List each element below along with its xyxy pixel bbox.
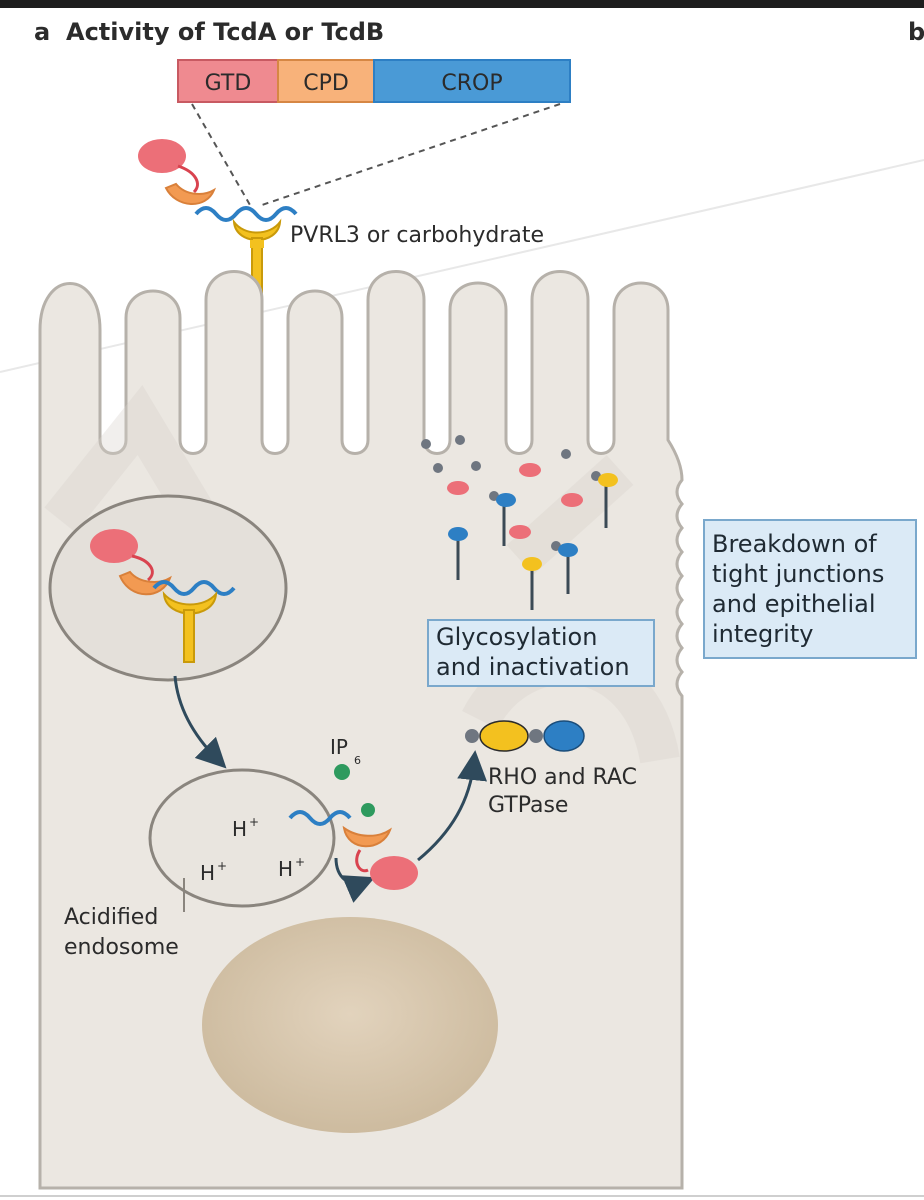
gtd-to-gtpase-arrow <box>417 750 488 862</box>
nucleus <box>202 917 498 1133</box>
breakdown-label-2: tight junctions <box>712 560 884 588</box>
surface-receptor-head <box>232 218 282 241</box>
surface-receptor-neck <box>250 240 264 248</box>
vesicle-cpd <box>118 570 172 596</box>
ip6-subscript: 6 <box>354 754 361 767</box>
gtpase-label-2: GTPase <box>488 793 568 818</box>
vesicle-receptor-head <box>162 591 218 615</box>
crop-label: CROP <box>441 71 502 96</box>
breakdown-label-box <box>703 519 917 659</box>
endosome-label-2: endosome <box>64 935 179 960</box>
surface-linker <box>177 164 199 194</box>
breakdown-label-4: integrity <box>712 620 813 648</box>
rho-rac-gtpase <box>465 720 585 752</box>
panel-title: Activity of TcdA or TcdB <box>66 18 384 46</box>
vesicle-receptor-stem <box>183 609 195 663</box>
glycosylation-label-box <box>427 619 655 687</box>
cpd-label: CPD <box>303 71 349 96</box>
gtpase-blue-domain <box>543 720 585 752</box>
bound-ip6 <box>361 803 375 817</box>
vesicle-crop <box>152 580 236 596</box>
ip6-label: IP <box>330 735 348 759</box>
glycosylation-label-1: Glycosylation <box>436 623 597 651</box>
panel-letter: a <box>34 18 50 46</box>
gtd-label: GTD <box>205 71 252 96</box>
crop-domain <box>373 59 571 103</box>
surface-cpd <box>164 182 217 205</box>
cpd-domain <box>277 59 375 103</box>
proton-3: H <box>278 857 293 881</box>
next-panel-letter: b <box>908 18 924 46</box>
glycosylation-label-2: and inactivation <box>436 653 630 681</box>
released-gtd <box>370 856 418 890</box>
endocytic-vesicle <box>48 494 288 682</box>
receptor-label: PVRL3 or carbohydrate <box>290 223 544 248</box>
gtd-domain <box>177 59 279 103</box>
surface-crop <box>194 206 298 222</box>
top-border <box>0 0 924 8</box>
internalization-arrow <box>173 675 227 769</box>
toxin-domain-bar: GTD CPD CROP <box>177 59 571 103</box>
translocating-toxin <box>288 803 418 903</box>
surface-gtd <box>138 139 186 173</box>
gtpase-bead-1 <box>465 729 479 743</box>
gtpase-bead-2 <box>529 729 543 743</box>
glycosylation-molecules <box>421 435 618 610</box>
autoprocessing-arrow <box>334 857 376 903</box>
zoom-line-right <box>261 103 561 206</box>
ip6-molecule <box>334 764 350 780</box>
gtpase-label-1: RHO and RAC <box>488 765 637 790</box>
gtpase-yellow-domain <box>479 720 529 752</box>
vesicle-gtd <box>90 529 138 563</box>
proton-2: H <box>200 861 215 885</box>
zoom-line-left <box>191 103 251 206</box>
translocating-cpd <box>342 825 392 848</box>
translocating-crop <box>288 810 352 826</box>
proton-1: H <box>232 817 247 841</box>
proton-1-charge: + <box>249 815 259 829</box>
vesicle-membrane <box>48 494 288 682</box>
endosome-label-1: Acidified <box>64 905 158 930</box>
proton-2-charge: + <box>217 859 227 873</box>
protons: H + H + H + <box>200 815 305 885</box>
acidified-endosome <box>148 768 336 908</box>
vesicle-linker <box>131 554 154 582</box>
proton-3-charge: + <box>295 855 305 869</box>
breakdown-label-1: Breakdown of <box>712 530 877 558</box>
cleavage-linker <box>355 849 369 873</box>
surface-toxin <box>138 139 298 295</box>
breakdown-label-3: and epithelial <box>712 590 876 618</box>
